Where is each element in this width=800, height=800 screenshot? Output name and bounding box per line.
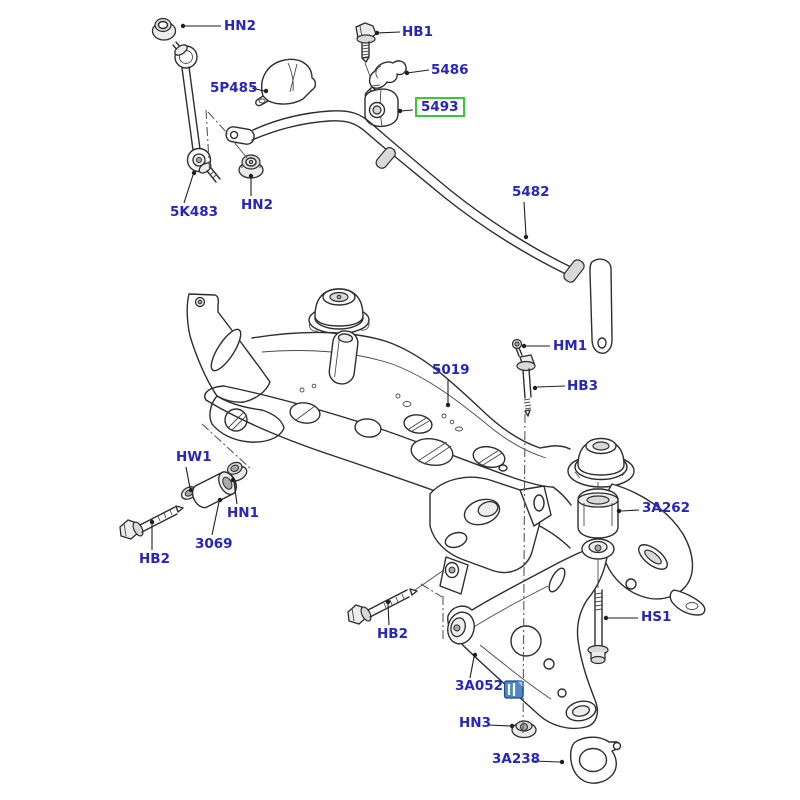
part-label-hn1[interactable]: HN1 [227,505,259,521]
part-label-hb3[interactable]: HB3 [567,378,598,394]
part-label-3a262[interactable]: 3A262 [642,500,691,516]
bushing-3069 [191,471,237,509]
part-label-3a052[interactable]: 3A052 [455,678,504,694]
part-label-5486[interactable]: 5486 [431,62,469,78]
part-label-5493-highlighted[interactable]: 5493 [415,97,465,117]
part-label-3a238[interactable]: 3A238 [492,751,541,767]
part-label-hb2-left[interactable]: HB2 [139,551,170,567]
part-label-5482[interactable]: 5482 [512,184,550,200]
nut-hn3 [511,720,537,739]
part-label-5019[interactable]: 5019 [432,362,470,378]
part-label-hn2-top[interactable]: HN2 [224,18,256,34]
clamp-plate [569,736,622,784]
part-label-hb1[interactable]: HB1 [402,24,433,40]
part-note-icon[interactable] [503,680,524,699]
part-label-hn2-lower[interactable]: HN2 [241,197,273,213]
leader-lines [149,23,640,765]
assembly-axis-lines [201,109,526,734]
part-label-5k483[interactable]: 5K483 [170,204,219,220]
vertical-bolt-hb3 [516,354,536,417]
part-label-hb2-center[interactable]: HB2 [377,626,408,642]
subframe-crossmember [186,288,706,616]
stabilizer-bracket-cover [255,58,317,107]
part-label-hn3[interactable]: HN3 [459,715,491,731]
stabilizer-bushing [364,84,399,128]
part-label-hw1[interactable]: HW1 [176,449,212,465]
part-label-hm1[interactable]: HM1 [553,338,588,354]
ball-joint-bolt [587,560,609,665]
part-label-5p485[interactable]: 5P485 [210,80,258,96]
bolt-hb2-center [347,569,445,625]
part-label-hs1[interactable]: HS1 [641,609,672,625]
stabilizer-bar [225,110,613,354]
retainer-pin [511,338,523,357]
part-label-3069[interactable]: 3069 [195,536,233,552]
stabilizer-link [151,17,221,183]
bolt-hb2-left [119,505,184,540]
lower-control-arm [447,538,615,730]
